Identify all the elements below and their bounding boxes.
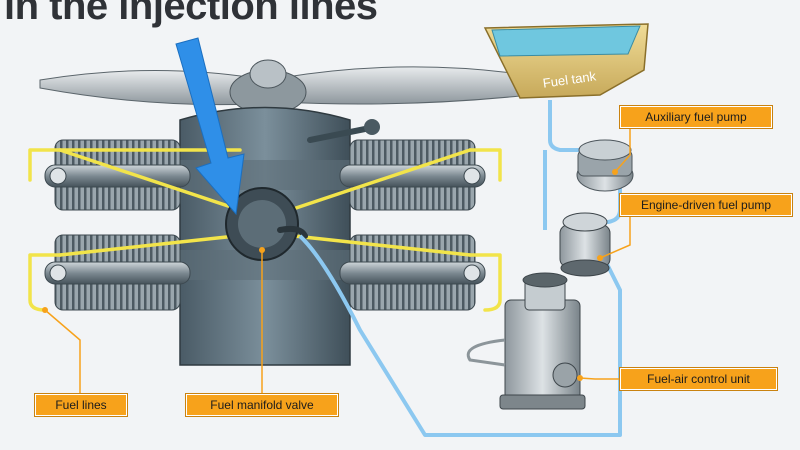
fuel-air-control-unit-label: Fuel-air control unit (620, 368, 777, 390)
fuel-lines-label: Fuel lines (35, 394, 127, 416)
propeller (39, 59, 526, 115)
fuel-manifold-valve-label: Fuel manifold valve (186, 394, 338, 416)
engine-driven-fuel-pump-part (559, 212, 611, 277)
auxiliary-fuel-pump-part (576, 139, 634, 192)
auxiliary-fuel-pump-label: Auxiliary fuel pump (620, 106, 772, 128)
fuel-lines-yellow (28, 148, 502, 312)
cylinders-left (44, 139, 191, 311)
engine-driven-fuel-pump-label: Engine-driven fuel pump (620, 194, 792, 216)
fuel-tank-part (483, 23, 649, 99)
fuel-air-control-unit-part (466, 272, 586, 410)
arrow-icon (175, 37, 245, 216)
fuel-lines-blue (298, 100, 622, 437)
cylinders-right (339, 139, 486, 311)
fuel-tank-label: Fuel tank (542, 68, 598, 90)
leader-dots (42, 169, 618, 381)
headline: in the injection lines (4, 0, 378, 28)
